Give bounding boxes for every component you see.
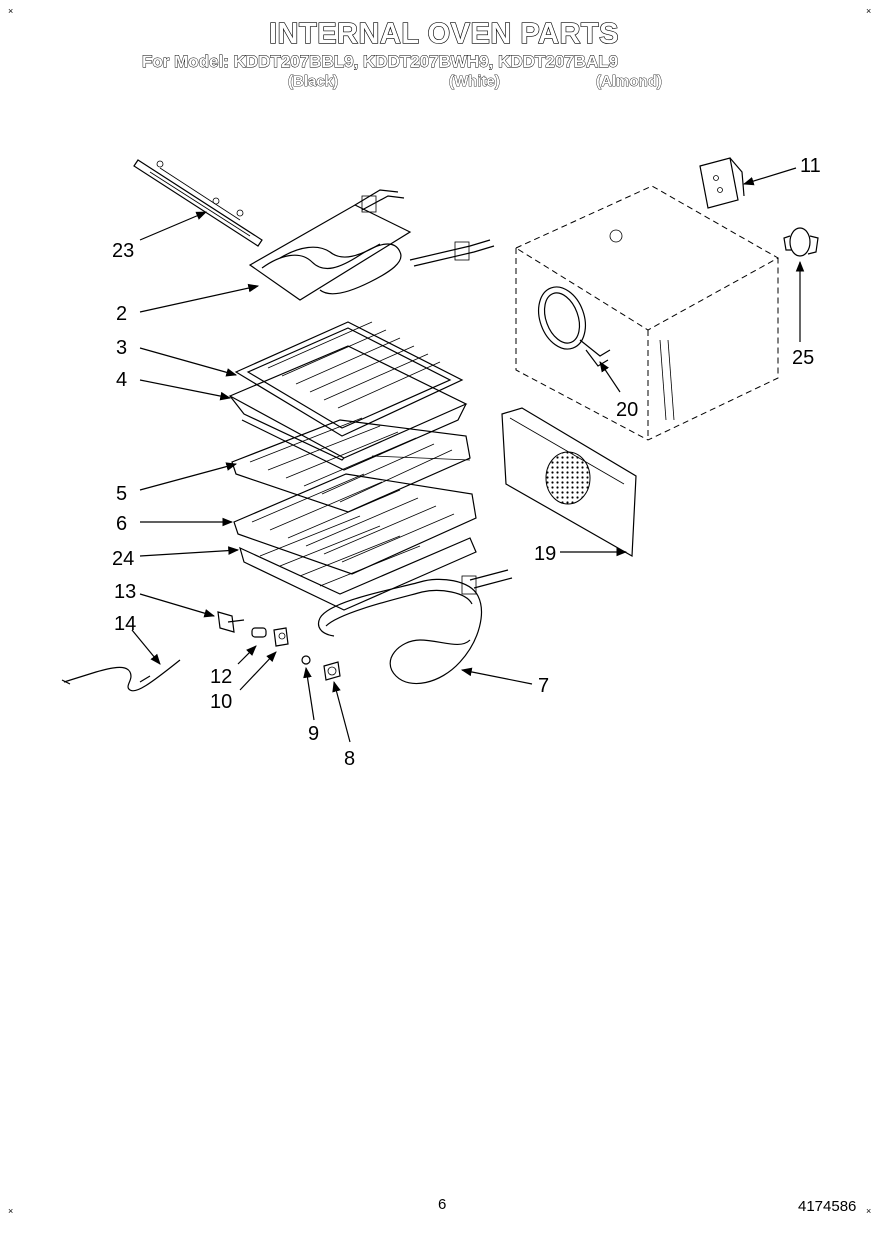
light-socket-part [783,227,819,257]
leader-3 [139,347,238,377]
callout-labels: 23 2 3 4 5 6 24 13 14 12 10 9 8 7 11 25 … [112,155,821,770]
leader-13 [139,593,216,618]
upper-oven-rack-part [231,417,471,513]
leader-23 [139,211,207,241]
callout-4: 4 [116,369,127,391]
callout-14: 14 [114,613,136,635]
callout-10: 10 [210,691,232,713]
document-number: 4174586 [798,1198,857,1215]
callout-7: 7 [538,675,549,697]
hardware-parts [217,611,341,681]
leader-5 [139,462,238,491]
corner-mark-top-left: × [8,6,14,16]
temperature-sensor-part [61,659,181,692]
broil-element-part [248,189,495,301]
callout-12: 12 [210,666,232,688]
leader-8 [332,680,351,743]
callout-11: 11 [800,155,821,177]
leader-12 [237,645,257,665]
leader-10 [239,651,277,691]
convection-element-part [538,286,611,367]
callout-20: 20 [616,399,638,421]
callout-23: 23 [112,240,134,262]
bracket-11-part [699,157,745,209]
leader-24 [139,546,240,557]
fan-cover-part [501,407,637,558]
leader-11 [742,167,797,186]
callout-24: 24 [112,548,134,570]
callout-3: 3 [116,337,127,359]
callout-25: 25 [792,347,814,369]
rack-support-part [133,159,263,247]
finish-white-label: (White) [449,73,501,91]
nut-8-part [323,661,341,681]
callout-19: 19 [534,543,556,565]
callout-5: 5 [116,483,127,505]
washer-9-part [301,655,311,665]
callout-9: 9 [308,723,319,745]
clip-10-part [273,627,289,647]
model-list: For Model: KDDT207BBL9, KDDT207BWH9, KDD… [142,52,619,72]
leader-20 [599,361,621,393]
leader-4 [139,379,232,401]
page-title: INTERNAL OVEN PARTS [268,17,619,50]
callout-2: 2 [116,303,127,325]
bushing-12-part [251,627,267,638]
leader-9 [303,666,315,721]
callout-13: 13 [114,581,136,603]
leader-7 [460,667,533,685]
leader-arrows [131,167,805,743]
rack-guide-part [239,515,477,611]
broiler-pan-grid-part [234,321,464,437]
oven-cavity-outline [514,185,780,441]
bracket-13-part [217,611,235,633]
corner-mark-bottom-left: × [8,1206,14,1216]
callout-6: 6 [116,513,127,535]
leader-2 [139,283,260,313]
corner-mark-bottom-right: × [866,1206,872,1216]
finish-black-label: (Black) [288,73,339,91]
corner-mark-top-right: × [866,6,872,16]
bake-element-part [317,569,513,685]
finish-almond-label: (Almond) [596,73,663,91]
page-number: 6 [438,1196,447,1213]
callout-8: 8 [344,748,355,770]
lower-oven-rack-part [233,473,477,575]
leader-14 [131,629,161,665]
